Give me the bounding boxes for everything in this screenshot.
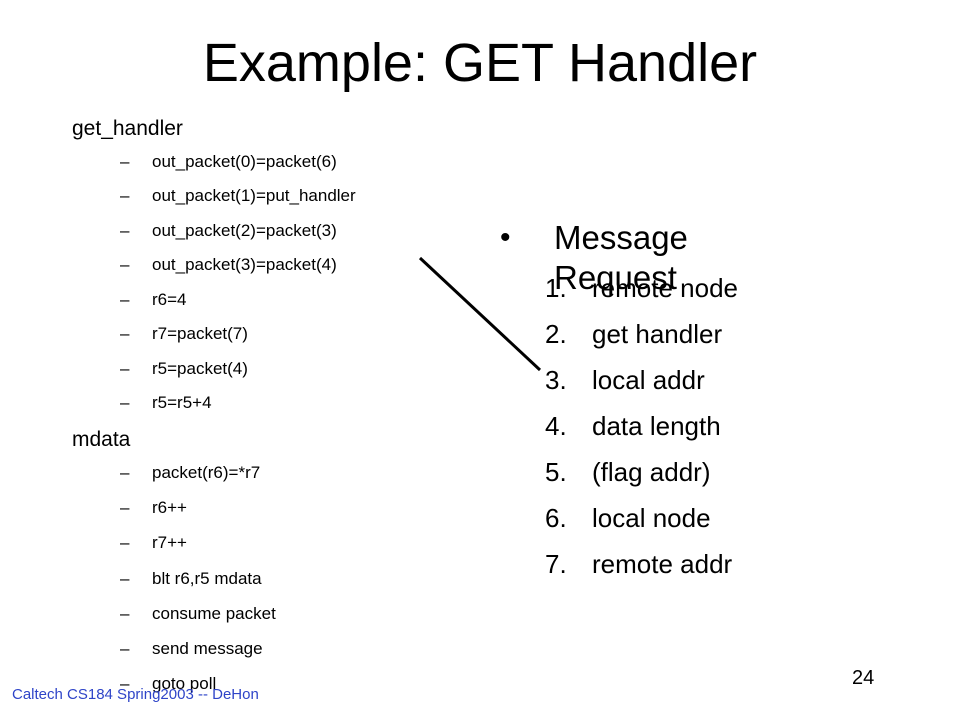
dash-bullet: – <box>120 533 130 552</box>
item-label: remote addr <box>592 549 733 579</box>
dash-bullet: – <box>120 359 130 378</box>
dash-bullet: – <box>120 569 130 588</box>
code-text: packet(r6)=*r7 <box>152 463 261 482</box>
code-line: – r7++ <box>120 532 187 554</box>
code-text: r5=r5+4 <box>152 393 212 412</box>
code-text: r7++ <box>152 533 187 552</box>
dash-bullet: – <box>120 290 130 309</box>
code-line: – r6++ <box>120 497 187 519</box>
code-text: r6=4 <box>152 290 187 309</box>
code-line: – goto poll <box>120 673 216 695</box>
code-text: out_packet(0)=packet(6) <box>152 152 337 171</box>
code-text: r7=packet(7) <box>152 324 248 343</box>
dash-bullet: – <box>120 255 130 274</box>
item-label: remote node <box>592 273 738 303</box>
dash-bullet: – <box>120 393 130 412</box>
section-heading: get_handler <box>72 117 183 140</box>
item-number: 3. <box>545 365 567 395</box>
dash-bullet: – <box>120 324 130 343</box>
code-line: – r7=packet(7) <box>120 323 248 345</box>
code-text: goto poll <box>152 674 217 693</box>
code-line: – blt r6,r5 mdata <box>120 568 262 590</box>
item-number: 5. <box>545 457 567 487</box>
item-number: 6. <box>545 503 567 533</box>
code-text: blt r6,r5 mdata <box>152 569 262 588</box>
item-label: local node <box>592 503 711 533</box>
code-text: send message <box>152 639 263 658</box>
code-text: r5=packet(4) <box>152 359 248 378</box>
code-line: – send message <box>120 638 263 660</box>
dash-bullet: – <box>120 604 130 623</box>
dash-bullet: – <box>120 639 130 658</box>
footer-credit: Caltech CS184 Spring2003 -- DeHon <box>12 686 259 703</box>
dash-bullet: – <box>120 463 130 482</box>
item-number: 2. <box>545 319 567 349</box>
code-line: – out_packet(0)=packet(6) <box>120 151 337 173</box>
connector-stroke <box>418 256 542 372</box>
dash-bullet: – <box>120 186 130 205</box>
code-line: – r5=packet(4) <box>120 358 248 380</box>
dash-bullet: – <box>120 674 130 693</box>
code-line: – out_packet(2)=packet(3) <box>120 220 337 242</box>
code-line: – out_packet(3)=packet(4) <box>120 254 337 276</box>
dash-bullet: – <box>120 152 130 171</box>
dash-bullet: – <box>120 221 130 240</box>
dash-bullet: – <box>120 498 130 517</box>
message-request-title: Message Request <box>554 219 688 296</box>
page-number: 24 <box>852 667 875 689</box>
code-line: – r5=r5+4 <box>120 392 212 414</box>
bullet-icon: • <box>500 221 511 254</box>
item-label: get handler <box>592 319 723 349</box>
item-number: 7. <box>545 549 567 579</box>
code-line: – packet(r6)=*r7 <box>120 462 260 484</box>
code-text: r6++ <box>152 498 187 517</box>
code-text: consume packet <box>152 604 276 623</box>
code-text: out_packet(1)=put_handler <box>152 186 356 205</box>
code-line: – r6=4 <box>120 289 187 311</box>
item-label: local addr <box>592 365 705 395</box>
section-heading: mdata <box>72 428 131 451</box>
item-number: 4. <box>545 411 567 441</box>
code-line: – consume packet <box>120 603 276 625</box>
item-label: (flag addr) <box>592 457 711 487</box>
item-label: data length <box>592 411 721 441</box>
code-line: – out_packet(1)=put_handler <box>120 185 356 207</box>
code-text: out_packet(2)=packet(3) <box>152 221 337 240</box>
slide-title: Example: GET Handler <box>202 33 758 93</box>
item-number: 1. <box>545 273 567 303</box>
code-text: out_packet(3)=packet(4) <box>152 255 337 274</box>
